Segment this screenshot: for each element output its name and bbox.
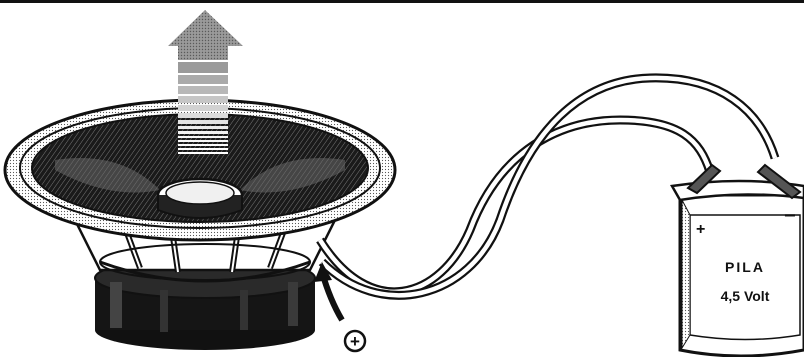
battery: + − PILA 4,5 Volt [672,165,804,356]
battery-minus-label: − [784,205,796,227]
battery-name-label: PILA [725,259,765,275]
plus-circle-icon: + [345,331,365,351]
battery-voltage-label: 4,5 Volt [721,288,770,304]
battery-plus-label: + [696,221,705,238]
polarity-marker-symbol: + [350,332,360,351]
speaker-dust-cap [158,179,242,218]
